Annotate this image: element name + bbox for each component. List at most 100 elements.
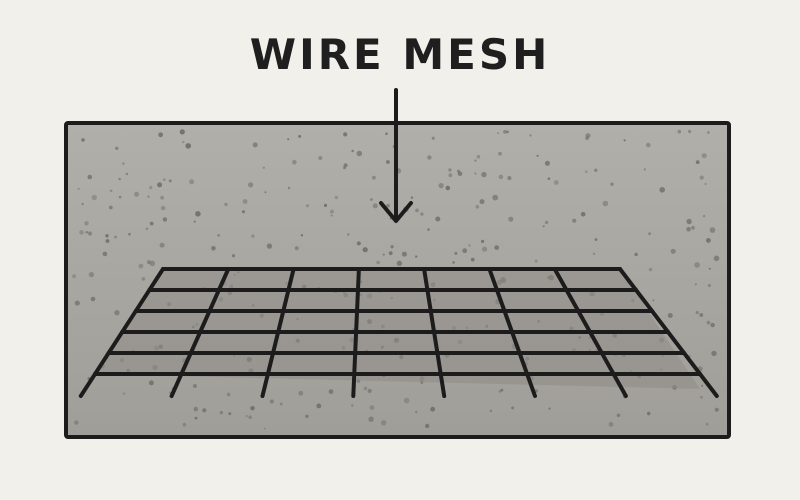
aggregate-dot — [548, 407, 551, 410]
aggregate-dot — [370, 198, 373, 201]
aggregate-dot — [128, 232, 131, 236]
aggregate-dot — [710, 322, 715, 328]
aggregate-dot — [536, 154, 539, 157]
aggregate-dot — [544, 160, 550, 166]
aggregate-dot — [263, 427, 266, 430]
aggregate-dot — [415, 255, 418, 258]
aggregate-dot — [105, 234, 109, 238]
aggregate-dot — [318, 156, 323, 160]
mesh-wire-longitudinal — [169, 267, 231, 398]
aggregate-dot — [474, 159, 477, 162]
aggregate-dot — [160, 205, 166, 211]
aggregate-dot — [702, 214, 706, 218]
aggregate-dot — [616, 413, 621, 418]
aggregate-dot — [695, 160, 700, 165]
aggregate-dot — [415, 208, 419, 213]
aggregate-dot — [476, 154, 481, 159]
aggregate-dot — [386, 203, 390, 208]
aggregate-dot — [81, 138, 85, 142]
aggregate-dot — [376, 260, 380, 265]
aggregate-dot — [498, 151, 502, 156]
aggregate-dot — [251, 234, 255, 238]
aggregate-dot — [351, 404, 354, 407]
aggregate-dot — [410, 196, 414, 199]
aggregate-dot — [226, 392, 231, 397]
mesh-wire-longitudinal — [351, 267, 361, 398]
mesh-wire-longitudinal — [552, 267, 628, 398]
aggregate-dot — [647, 411, 651, 416]
aggregate-dot — [670, 248, 676, 254]
aggregate-dot — [452, 261, 455, 264]
aggregate-dot — [368, 416, 374, 422]
aggregate-dot — [708, 267, 711, 270]
aggregate-dot — [122, 162, 125, 165]
aggregate-dot — [185, 143, 191, 149]
aggregate-dot — [388, 251, 393, 256]
aggregate-dot — [287, 138, 290, 141]
aggregate-dot — [623, 139, 626, 142]
aggregate-dot — [401, 251, 407, 257]
aggregate-dot — [646, 142, 651, 148]
aggregate-dot — [381, 420, 387, 426]
aggregate-dot — [79, 230, 84, 235]
aggregate-dot — [252, 142, 258, 148]
aggregate-dot — [711, 350, 717, 357]
aggregate-dot — [114, 310, 120, 316]
aggregate-dot — [292, 159, 297, 165]
aggregate-dot — [242, 199, 248, 204]
arrowhead-icon — [379, 201, 413, 223]
aggregate-dot — [494, 245, 500, 251]
aggregate-dot — [343, 132, 348, 137]
aggregate-dot — [146, 260, 151, 265]
aggregate-dot — [438, 183, 444, 189]
aggregate-dot — [699, 175, 704, 180]
aggregate-dot — [343, 166, 346, 170]
aggregate-dot — [580, 211, 586, 217]
pointer-arrow — [379, 88, 413, 223]
aggregate-dot — [707, 131, 710, 134]
aggregate-dot — [704, 182, 707, 186]
aggregate-dot — [372, 175, 376, 180]
aggregate-dot — [544, 220, 549, 225]
aggregate-dot — [125, 172, 129, 176]
aggregate-dot — [435, 216, 441, 222]
aggregate-dot — [385, 132, 388, 136]
aggregate-dot — [481, 239, 485, 243]
aggregate-dot — [149, 221, 154, 226]
aggregate-dot — [162, 217, 168, 222]
aggregate-dot — [492, 194, 499, 201]
aggregate-dot — [90, 296, 96, 302]
aggregate-dot — [306, 204, 309, 208]
aggregate-dot — [700, 395, 703, 399]
aggregate-dot — [456, 169, 460, 173]
aggregate-dot — [193, 220, 196, 223]
aggregate-dot — [211, 246, 216, 251]
aggregate-dot — [74, 300, 80, 306]
aggregate-dot — [415, 410, 418, 414]
mesh-wire-longitudinal — [618, 267, 719, 398]
aggregate-dot — [362, 247, 368, 253]
aggregate-dot — [511, 406, 514, 410]
aggregate-dot — [163, 178, 166, 181]
aggregate-dot — [688, 129, 692, 134]
aggregate-dot — [219, 410, 223, 415]
aggregate-dot — [262, 166, 265, 169]
aggregate-dot — [294, 246, 299, 251]
aggregate-dot — [194, 416, 198, 420]
aggregate-dot — [497, 132, 500, 135]
aggregate-dot — [248, 182, 254, 188]
aggregate-dot — [298, 134, 302, 138]
aggregate-dot — [425, 423, 430, 429]
aggregate-dot — [529, 134, 532, 137]
aggregate-dot — [508, 216, 514, 222]
aggregate-dot — [367, 388, 372, 393]
aggregate-dot — [648, 232, 652, 236]
aggregate-dot — [427, 228, 430, 231]
aggregate-dot — [659, 187, 665, 193]
aggregate-dot — [634, 252, 638, 257]
aggregate-dot — [489, 409, 493, 413]
aggregate-dot — [149, 260, 156, 267]
aggregate-dot — [189, 179, 195, 185]
aggregate-dot — [572, 218, 577, 223]
aggregate-dot — [677, 129, 682, 134]
